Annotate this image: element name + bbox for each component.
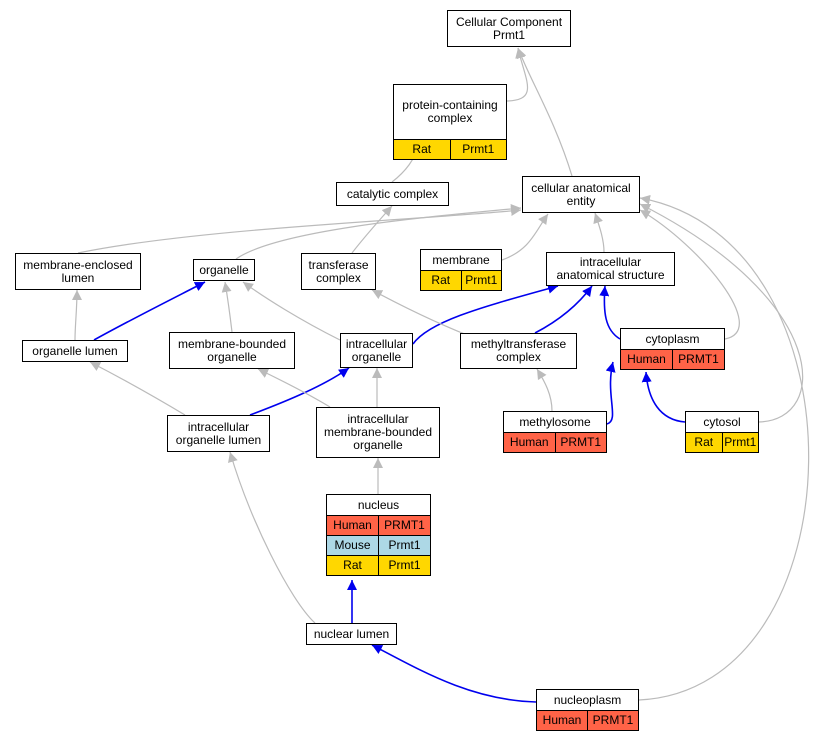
node-label: protein-containing complex	[402, 98, 498, 125]
edge-organelle-lumen-to-membrane-enclosed-lumen	[71, 289, 82, 341]
edge-cellular-anatomical-entity-to-root	[516, 47, 573, 177]
node-label: transferase complex	[308, 257, 369, 285]
species-cell: Mouse	[334, 538, 371, 552]
annotation-row: Human PRMT1	[504, 432, 606, 452]
node-label: membrane-bounded organelle	[177, 336, 287, 364]
node-organelle-lumen[interactable]: organelle lumen	[22, 340, 128, 362]
annotation-row: Human PRMT1	[537, 710, 638, 730]
node-intracellular-membrane-bounded-organelle[interactable]: intracellular membrane-bounded organelle	[316, 407, 440, 458]
edge-cytoplasm-to-cellular-anatomical-entity	[639, 209, 740, 340]
node-label: organelle lumen	[32, 343, 118, 358]
node-label: methyltransferase complex	[470, 337, 567, 364]
species-cell: Rat	[412, 142, 432, 156]
gene-cell: Prmt1	[721, 433, 759, 452]
edge-intracellular-anatomical-structure-to-cellular-anatomical-entity	[593, 212, 605, 253]
node-label: cytoplasm	[645, 331, 700, 346]
gene-cell: Prmt1	[460, 271, 502, 290]
node-label: catalytic complex	[346, 186, 439, 201]
annotation-row: Rat Prmt1	[327, 555, 430, 575]
edge-intracellular-organelle-lumen-to-organelle-lumen	[89, 361, 186, 416]
node-label: intracellular anatomical structure	[556, 255, 665, 282]
edge-cytoplasm-to-intracellular-anatomical-structure	[599, 285, 621, 340]
edge-methyltransferase-complex-to-intracellular-anatomical-structure	[534, 285, 593, 334]
node-cellular-anatomical-entity[interactable]: cellular anatomical entity	[522, 176, 640, 213]
node-label: intracellular organelle lumen	[175, 419, 262, 447]
edge-cytosol-to-cellular-anatomical-entity	[639, 203, 804, 423]
species-cell: Human	[509, 435, 549, 449]
node-label: intracellular organelle	[345, 336, 408, 364]
annotation-row: Rat Prmt1	[686, 432, 758, 452]
node-transferase-complex[interactable]: transferase complex	[301, 253, 376, 290]
node-label: cytosol	[703, 414, 741, 429]
edge-intracellular-organelle-to-organelle	[242, 281, 341, 341]
species-cell: Human	[333, 518, 372, 532]
edge-intracellular-organelle-lumen-to-intracellular-organelle	[249, 367, 350, 416]
gene-cell: Prmt1	[378, 556, 430, 575]
node-membrane-enclosed-lumen[interactable]: membrane-enclosed lumen	[15, 253, 141, 290]
gene-cell: PRMT1	[587, 711, 638, 730]
annotation-row: Mouse Prmt1	[327, 535, 430, 555]
node-intracellular-anatomical-structure[interactable]: intracellular anatomical structure	[546, 252, 675, 286]
species-cell: Rat	[431, 273, 451, 287]
annotation-row: Rat Prmt1	[394, 139, 506, 159]
gene-cell: Prmt1	[449, 140, 507, 159]
edge-intracellular-membrane-bounded-organelle-to-membrane-bounded-organelle	[257, 368, 331, 408]
node-label: methylosome	[519, 414, 591, 429]
edge-nucleoplasm-to-nuclear-lumen	[371, 644, 537, 703]
node-nuclear-lumen[interactable]: nuclear lumen	[306, 623, 397, 645]
node-catalytic-complex[interactable]: catalytic complex	[336, 182, 449, 206]
node-label: Cellular Component Prmt1	[455, 14, 563, 42]
node-root[interactable]: Cellular Component Prmt1	[447, 10, 571, 47]
node-label: intracellular membrane-bounded organelle	[323, 412, 433, 452]
edge-protein-containing-complex-to-root	[506, 47, 529, 102]
edge-methylosome-to-methyltransferase-complex	[536, 368, 553, 412]
edge-methylosome-to-cytoplasm	[605, 361, 616, 425]
species-cell: Human	[542, 713, 582, 727]
gene-cell: Prmt1	[378, 536, 430, 555]
edge-organelle-to-cellular-anatomical-entity	[235, 204, 522, 260]
annotation-row: Rat Prmt1	[421, 270, 501, 290]
edge-nucleoplasm-to-cellular-anatomical-entity	[638, 194, 810, 701]
species-cell: Rat	[343, 558, 362, 572]
node-organelle[interactable]: organelle	[193, 259, 255, 281]
edge-membrane-to-cellular-anatomical-entity	[501, 213, 549, 261]
node-label: nuclear lumen	[313, 626, 390, 641]
node-membrane-bounded-organelle[interactable]: membrane-bounded organelle	[169, 332, 295, 369]
annotation-row: Human PRMT1	[621, 349, 724, 369]
node-label: nucleoplasm	[553, 692, 622, 707]
edge-nuclear-lumen-to-intracellular-organelle-lumen	[228, 451, 316, 624]
edge-cytosol-to-cytoplasm	[641, 371, 686, 423]
edge-organelle-lumen-to-organelle	[93, 281, 206, 341]
edge-membrane-bounded-organelle-to-organelle	[221, 281, 233, 333]
species-cell: Human	[627, 352, 666, 366]
node-label: membrane	[432, 252, 490, 267]
gene-cell: PRMT1	[672, 350, 724, 369]
edge-membrane-enclosed-lumen-to-cellular-anatomical-entity	[77, 206, 522, 254]
edge-intracellular-organelle-to-intracellular-anatomical-structure	[412, 283, 559, 345]
node-intracellular-organelle-lumen[interactable]: intracellular organelle lumen	[167, 415, 270, 452]
node-intracellular-organelle[interactable]: intracellular organelle	[340, 333, 413, 368]
node-methyltransferase-complex[interactable]: methyltransferase complex	[460, 333, 577, 369]
edge-transferase-complex-to-catalytic-complex	[351, 205, 393, 254]
annotation-row: Human PRMT1	[327, 515, 430, 535]
node-label: nucleus	[357, 497, 400, 512]
species-cell: Rat	[694, 435, 714, 449]
node-label: organelle	[199, 262, 249, 277]
gene-cell: PRMT1	[378, 516, 430, 535]
node-label: cellular anatomical entity	[531, 180, 631, 208]
gene-cell: PRMT1	[554, 433, 607, 452]
node-label: membrane-enclosed lumen	[23, 257, 133, 285]
